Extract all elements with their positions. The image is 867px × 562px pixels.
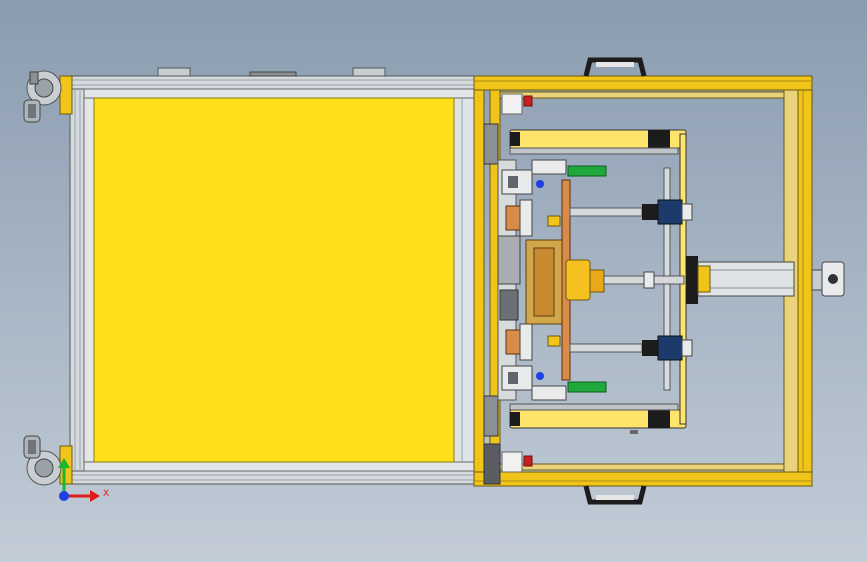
yellow-nut-top <box>547 215 561 227</box>
guide-rod-bottom <box>569 335 693 361</box>
pneumatic-cylinder <box>686 256 845 304</box>
x-axis-arrow-icon <box>90 490 100 502</box>
coordinate-triad: X <box>58 458 109 502</box>
piston-rod-center <box>603 271 685 289</box>
sensor-block-top <box>501 93 533 115</box>
copper-clamps <box>505 199 563 361</box>
green-guide-bottom <box>567 381 607 393</box>
bracket-bottom <box>501 365 567 401</box>
caster-wheel-top <box>23 70 62 123</box>
left-frame <box>61 67 483 485</box>
handle-top <box>583 57 647 77</box>
x-axis-label: X <box>103 489 109 499</box>
y-axis-arrow-icon <box>58 458 70 468</box>
center-cylinder-head <box>565 259 605 301</box>
yellow-nut-bottom <box>547 335 561 347</box>
caster-wheel-bottom <box>23 435 62 486</box>
z-axis-dot-icon <box>59 491 69 501</box>
bracket-top <box>501 159 567 195</box>
handle-bottom <box>583 485 647 505</box>
green-guide-top <box>567 165 607 177</box>
guide-rod-top <box>569 199 693 225</box>
yellow-panel <box>93 97 455 463</box>
small-marker <box>630 430 638 434</box>
sensor-block-bottom <box>501 451 533 473</box>
corner-block-top <box>59 75 73 115</box>
